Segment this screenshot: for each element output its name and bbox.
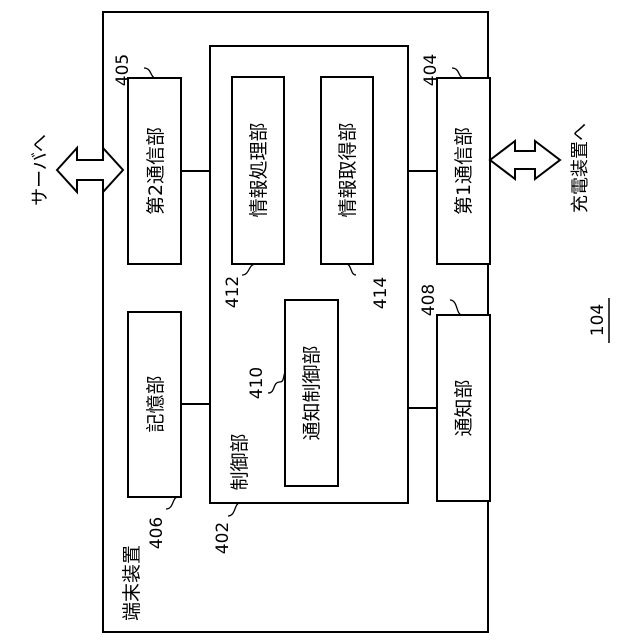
to-charger-label: 充電装置へ bbox=[570, 123, 591, 213]
ref-104: 104 bbox=[588, 304, 608, 336]
ref-406: 406 bbox=[147, 517, 167, 549]
ref-404: 404 bbox=[421, 54, 441, 86]
info-acq-label: 情報取得部 bbox=[337, 122, 359, 217]
comm2-label: 第2通信部 bbox=[145, 127, 167, 215]
comm1-label: 第1通信部 bbox=[453, 127, 475, 215]
notify-label: 通知部 bbox=[453, 379, 475, 436]
charger-arrow-icon bbox=[490, 141, 560, 179]
to-server-label: サーバへ bbox=[30, 134, 51, 206]
ref-412: 412 bbox=[223, 276, 243, 308]
notify-ctrl-label: 通知制御部 bbox=[301, 345, 323, 440]
control-label: 制御部 bbox=[229, 433, 251, 490]
ref-405: 405 bbox=[113, 54, 133, 86]
storage-label: 記憶部 bbox=[145, 375, 167, 432]
ref-402: 402 bbox=[213, 522, 233, 554]
ref-408: 408 bbox=[419, 284, 439, 316]
info-proc-label: 情報処理部 bbox=[248, 122, 270, 217]
terminal-label: 端末装置 bbox=[121, 545, 143, 621]
ref-410: 410 bbox=[247, 367, 267, 399]
ref-414: 414 bbox=[371, 277, 391, 309]
